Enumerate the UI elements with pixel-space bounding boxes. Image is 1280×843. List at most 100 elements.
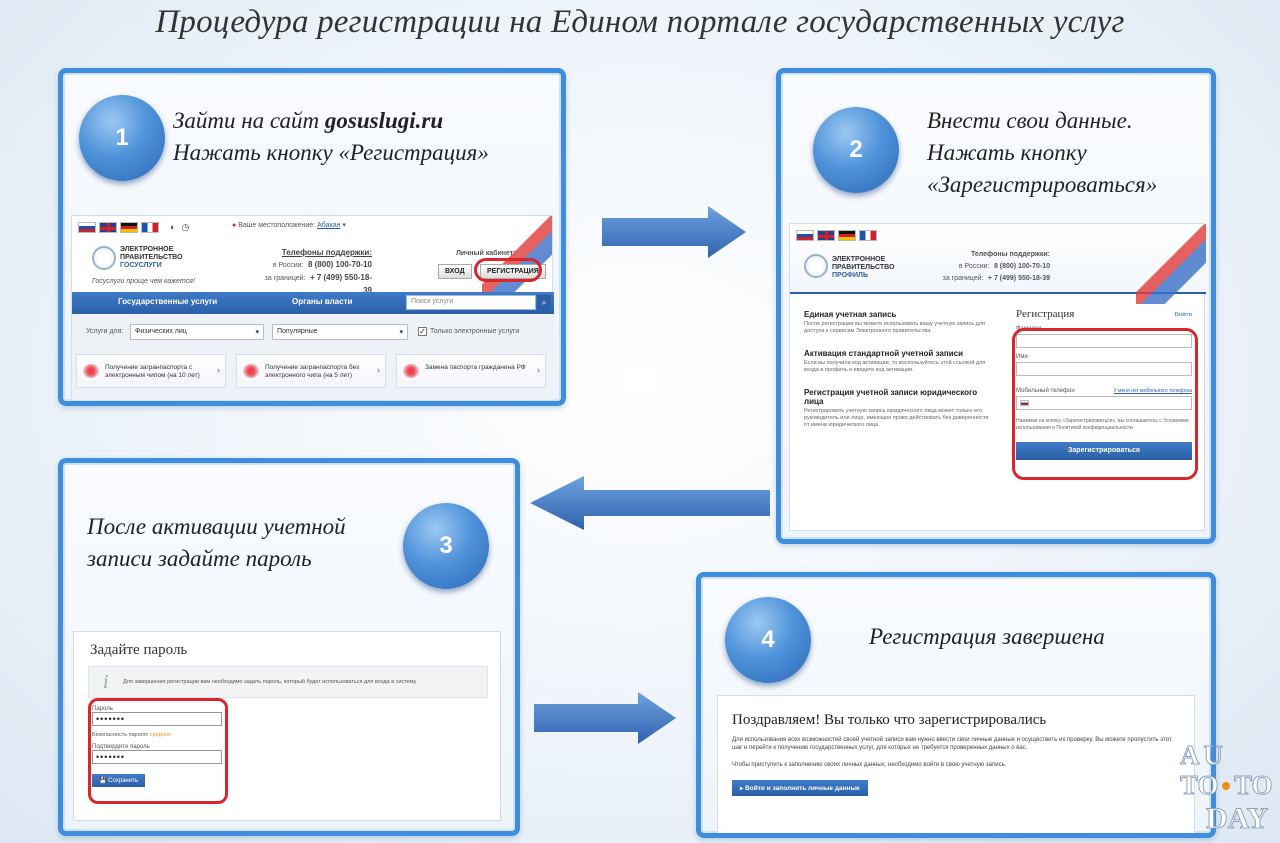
flag-ru-icon[interactable] <box>78 222 96 233</box>
gosuslugi-logo-icon <box>804 254 828 278</box>
services-filter-area: Услуги для: Физических лиц ▾ Популярные … <box>72 314 554 400</box>
support-ru-label: в России: <box>272 262 304 269</box>
flag-de-icon[interactable] <box>838 230 856 241</box>
popular-value: Популярные <box>277 328 318 335</box>
success-title: Поздравляем! Вы только что зарегистриров… <box>732 712 1047 728</box>
success-text-1: Для использования всех возможностей свое… <box>732 737 1172 751</box>
step-2-number: 2 <box>813 107 899 193</box>
services-for-select[interactable]: Физических лиц ▾ <box>130 324 264 340</box>
save-button[interactable]: 💾 Сохранить <box>92 774 145 787</box>
registration-form-title: Регистрация <box>1016 308 1075 320</box>
portal-screenshot: ◐ ◷ ● Ваше местоположение: Абакан ▾ ЭЛЕК… <box>71 215 554 400</box>
password-highlight <box>88 698 228 804</box>
phone-input[interactable] <box>1016 396 1192 410</box>
surname-input[interactable] <box>1016 334 1192 348</box>
step-2-text: Внести свои данные. Нажать кнопку «Зарег… <box>927 105 1211 201</box>
login-button[interactable]: ВХОД <box>438 264 472 279</box>
services-for-label: Услуги для: <box>86 328 124 335</box>
fill-personal-data-button[interactable]: ▸ Войти и заполнить личные данные <box>732 780 868 796</box>
flag-de-icon[interactable] <box>120 222 138 233</box>
success-screenshot: Поздравляем! Вы только что зарегистриров… <box>717 695 1195 833</box>
flag-fr-icon[interactable] <box>141 222 159 233</box>
step-1-panel: 1 Зайти на сайт gosuslugi.ru Нажать кноп… <box>58 68 566 406</box>
service-card[interactable]: Замена паспорта гражданина РФ› <box>396 354 546 388</box>
register-submit-button[interactable]: Зарегистрироваться <box>1016 442 1192 460</box>
flag-uk-icon[interactable] <box>99 222 117 233</box>
passport-icon <box>243 364 259 378</box>
registration-header: ЭЛЕКТРОННОЕ ПРАВИТЕЛЬСТВО ПРОФИЛЬ Телефо… <box>790 224 1206 304</box>
only-electronic-checkbox[interactable]: ✓ <box>418 327 427 336</box>
support-abroad-label: за границей: <box>264 275 306 282</box>
support-phones: Телефоны поддержки: в России: 8 (800) 10… <box>940 250 1050 283</box>
save-icon: 💾 <box>99 778 107 784</box>
header-decoration <box>1136 224 1206 304</box>
registration-form: Регистрация Войти Фамилия Имя Мобильный … <box>1016 308 1192 460</box>
pin-icon: ● <box>232 222 237 229</box>
location-value[interactable]: Абакан <box>317 222 341 229</box>
location-selector[interactable]: ● Ваше местоположение: Абакан ▾ <box>232 222 346 229</box>
support-ru-phone: 8 (800) 100-70-10 <box>307 260 372 269</box>
step-2-text-line2: Нажать кнопку <box>927 140 1087 165</box>
cabinet-label: Личный кабинет: <box>456 250 516 257</box>
no-phone-link[interactable]: У меня нет мобильного телефона <box>1113 388 1192 394</box>
single-account-text: После регистрации вы можете использовать… <box>804 321 986 334</box>
support-abroad-label: за границей: <box>942 275 984 282</box>
service-card[interactable]: Получение загранпаспорта с электронным ч… <box>76 354 226 388</box>
logo-line-2: ПРАВИТЕЛЬСТВО <box>120 254 183 261</box>
nav-services[interactable]: Государственные услуги <box>118 297 218 306</box>
service-card[interactable]: Получение загранпаспорта без электронног… <box>236 354 386 388</box>
confirm-password-input[interactable]: ••••••• <box>92 750 222 764</box>
step-3-text-line1: После активации учетной <box>87 514 346 539</box>
popular-select[interactable]: Популярные ▾ <box>272 324 408 340</box>
legal-text: Регистрировать учетную запись юридическо… <box>804 408 989 428</box>
password-label: Пароль <box>92 706 113 712</box>
name-input[interactable] <box>1016 362 1192 376</box>
flag-ru-icon <box>1020 400 1029 406</box>
passport-icon <box>83 364 99 378</box>
password-input[interactable]: ••••••• <box>92 712 222 726</box>
password-form: Пароль ••••••• Безопасность пароля: сред… <box>92 706 222 787</box>
register-highlight <box>474 258 542 282</box>
nav-authorities[interactable]: Органы власти <box>292 297 353 306</box>
name-label: Имя <box>1016 354 1028 360</box>
header-decoration <box>482 216 552 296</box>
logo-line-1: ЭЛЕКТРОННОЕ <box>832 256 886 263</box>
flag-ru-icon[interactable] <box>796 230 814 241</box>
page-title: Процедура регистрации на Едином портале … <box>155 4 1125 40</box>
arrow-left-icon <box>530 476 770 530</box>
service-search-input[interactable]: Поиск услуги <box>406 295 536 310</box>
profile-logo[interactable]: ЭЛЕКТРОННОЕ ПРАВИТЕЛЬСТВО ПРОФИЛЬ <box>832 256 894 280</box>
watermark-line-4: DAY <box>1205 802 1269 836</box>
save-button-label: Сохранить <box>108 778 138 784</box>
fill-personal-data-label: Войти и заполнить личные данные <box>745 785 860 792</box>
arrow-right-icon <box>534 692 676 744</box>
terms-text: Нажимая на кнопку «Зарегистрироваться», … <box>1016 418 1189 431</box>
strength-label: Безопасность пароля: <box>92 732 149 738</box>
accessibility-icon[interactable]: ◐ <box>170 222 176 232</box>
step-2-text-line1: Внести свои данные. <box>927 108 1133 133</box>
registration-screenshot: ЭЛЕКТРОННОЕ ПРАВИТЕЛЬСТВО ПРОФИЛЬ Телефо… <box>789 223 1206 531</box>
activation-title: Активация стандартной учетной записи <box>804 349 963 358</box>
legal-title: Регистрация учетной записи юридического … <box>804 388 978 406</box>
gosuslugi-logo-icon <box>92 246 116 270</box>
service-card-label: Замена паспорта гражданина РФ <box>425 364 526 371</box>
support-ru-phone: 8 (800) 100-70-10 <box>993 263 1050 270</box>
support-title: Телефоны поддержки: <box>970 251 1050 258</box>
step-3-text-line2: записи задайте пароль <box>87 546 312 571</box>
chevron-right-icon: › <box>217 365 220 375</box>
step-4-number: 4 <box>725 597 811 683</box>
support-title: Телефоны поддержки: <box>281 248 372 257</box>
search-icon[interactable]: ⌕ <box>537 295 551 310</box>
step-3-number: 3 <box>403 503 489 589</box>
step-1-text-line2: Нажать кнопку «Регистрация» <box>173 140 489 165</box>
step-1-text: Зайти на сайт gosuslugi.ru Нажать кнопку… <box>173 105 561 169</box>
flag-fr-icon[interactable] <box>859 230 877 241</box>
clock-icon[interactable]: ◷ <box>181 222 190 232</box>
flag-uk-icon[interactable] <box>817 230 835 241</box>
main-nav: Государственные услуги Органы власти Пои… <box>72 292 554 314</box>
login-link[interactable]: Войти <box>1174 311 1192 318</box>
watermark-line-1: AU <box>1180 740 1227 771</box>
portal-logo[interactable]: ЭЛЕКТРОННОЕ ПРАВИТЕЛЬСТВО ГОСУСЛУГИ <box>120 246 182 270</box>
step-2-text-line3: «Зарегистрироваться» <box>927 172 1158 197</box>
location-label: Ваше местоположение: <box>238 222 316 229</box>
